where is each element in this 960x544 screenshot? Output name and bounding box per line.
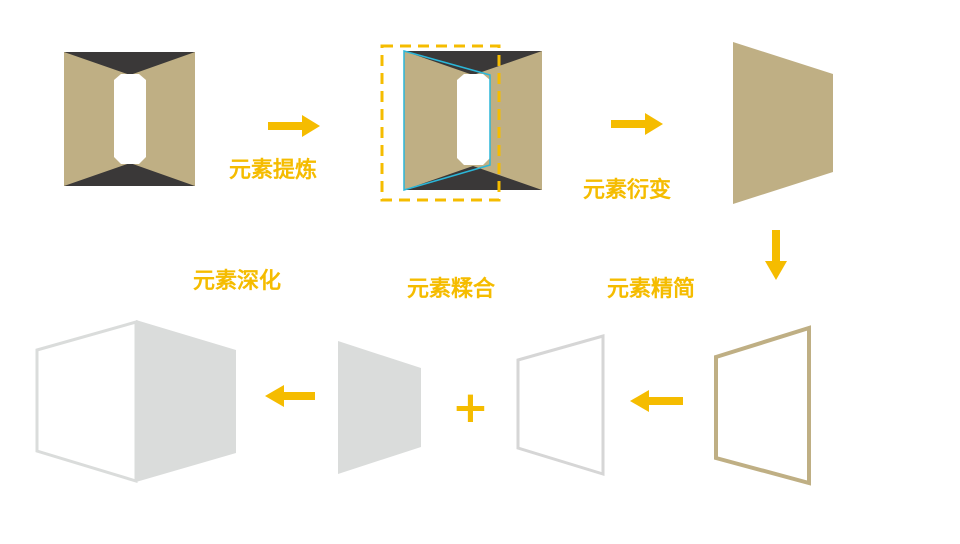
merge-outline-shape <box>516 334 605 477</box>
extracted-shape-outline <box>403 50 491 191</box>
arrow-right-icon <box>268 115 320 137</box>
deepened-filled-face <box>136 320 236 482</box>
deepened-outline-face <box>35 320 138 484</box>
deepened-form <box>35 320 236 484</box>
derived-trapezoid <box>733 42 833 204</box>
arrow-down-icon <box>765 230 787 280</box>
step-label-simplify: 元素精简 <box>607 277 696 302</box>
plus-operator: + <box>452 382 489 433</box>
step-label-merge: 元素糅合 <box>407 277 496 302</box>
simplified-outline <box>714 325 811 486</box>
arrow-left-icon <box>265 385 315 407</box>
extracted-motif <box>380 44 542 202</box>
motif-doorway <box>114 74 146 164</box>
merge-filled-shape <box>338 341 421 474</box>
step-label-refine: 元素提炼 <box>229 158 318 183</box>
original-motif <box>64 52 195 186</box>
selection-dashed-frame <box>380 44 501 202</box>
step-label-deepen: 元素深化 <box>193 269 282 294</box>
motif-doorway <box>457 74 490 165</box>
arrow-left-icon <box>630 390 683 412</box>
arrow-right-icon <box>611 113 663 135</box>
step-label-derive: 元素衍变 <box>583 178 672 203</box>
